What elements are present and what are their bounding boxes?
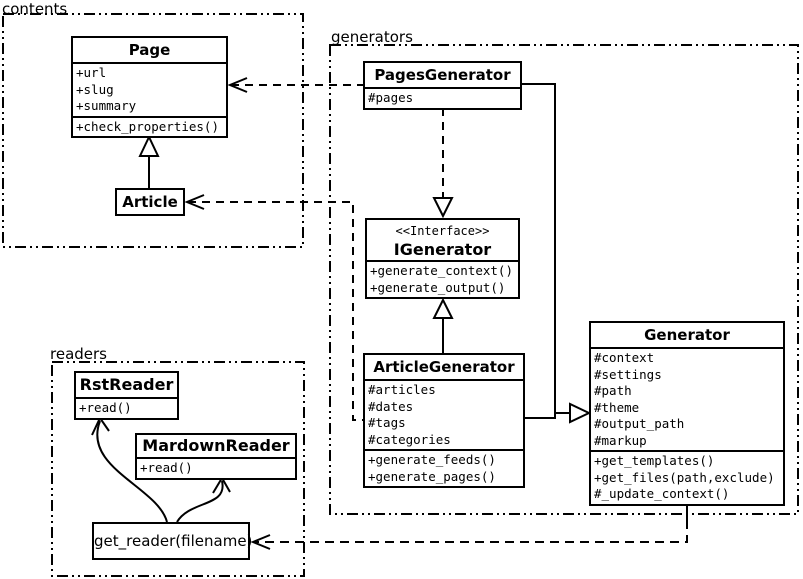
package-label-generators: generators — [331, 28, 413, 46]
package-label-contents: contents — [2, 0, 68, 18]
class-attributes: #context #settings #path #theme #output_… — [591, 347, 783, 450]
class-title: Generator — [644, 326, 730, 344]
inheritance-generators-generator — [522, 83, 592, 424]
class-title: MardownReader — [142, 436, 290, 455]
class-methods: +get_templates() +get_files(path,exclude… — [591, 450, 783, 504]
class-box-article: Article — [115, 188, 185, 216]
dependency-generator-getreader — [250, 501, 688, 550]
class-box-articlegenerator: ArticleGenerator #articles #dates #tags … — [363, 353, 525, 488]
class-title: ArticleGenerator — [373, 358, 515, 376]
package-border-generators — [329, 44, 799, 515]
realization-pagesgenerator-igenerator — [432, 108, 454, 219]
class-methods: +read() — [76, 397, 177, 418]
class-title: RstReader — [79, 375, 174, 394]
class-attributes: +url +slug +summary — [73, 62, 226, 116]
class-box-page: Page +url +slug +summary +check_properti… — [71, 36, 228, 138]
class-box-pagesgenerator: PagesGenerator #pages — [363, 61, 522, 110]
class-title: IGenerator — [393, 240, 492, 259]
dependency-articlegenerator-article — [184, 194, 363, 421]
class-attributes: #pages — [365, 87, 520, 108]
class-box-rstreader: RstReader +read() — [74, 371, 179, 420]
class-attributes: #articles #dates #tags #categories — [365, 379, 523, 449]
call-arrow-getreader-mardownreader — [176, 476, 231, 523]
class-title: PagesGenerator — [374, 66, 511, 84]
class-box-igenerator: <<Interface>> IGenerator +generate_conte… — [365, 218, 520, 299]
class-box-mardownreader: MardownReader +read() — [135, 433, 297, 480]
inheritance-articlegenerator-igenerator — [432, 297, 454, 353]
class-title: Page — [128, 41, 171, 59]
class-methods: +check_properties() — [73, 115, 226, 137]
class-methods: +generate_context() +generate_output() — [367, 260, 518, 297]
class-methods: +generate_feeds() +generate_pages() — [365, 449, 523, 486]
class-stereotype: <<Interface>> — [395, 224, 490, 238]
class-methods: +read() — [137, 457, 295, 478]
package-border-contents — [2, 13, 304, 248]
package-border-readers — [51, 361, 305, 577]
package-label-readers: readers — [50, 345, 107, 363]
class-title: Article — [122, 193, 178, 211]
inheritance-article-page — [138, 134, 160, 188]
dependency-pagesgenerator-page — [227, 77, 363, 93]
function-box-getreader: get_reader(filename) — [92, 522, 252, 560]
class-box-generator: Generator #context #settings #path #them… — [589, 321, 785, 506]
